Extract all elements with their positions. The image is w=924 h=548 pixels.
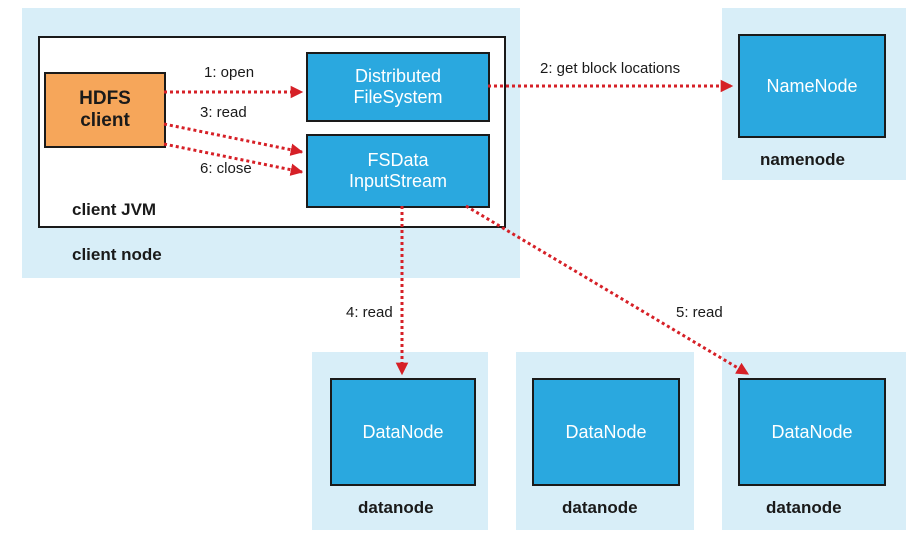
datanode-label-2: datanode <box>562 498 638 517</box>
client-node-label: client node <box>72 245 162 264</box>
datanode-box-label-3: DataNode <box>771 421 853 442</box>
datanode-box-label-2: DataNode <box>565 421 647 442</box>
datanode-box-2: DataNode <box>532 378 680 486</box>
client-jvm-label: client JVM <box>72 200 157 219</box>
fsdata-line2: InputStream <box>348 171 448 191</box>
hdfs-client-line2: client <box>80 110 130 131</box>
edge-label-open: 1: open <box>204 64 255 81</box>
edge-label-get-block-locations: 2: get block locations <box>540 60 681 77</box>
edge-label-read-datanode-1: 4: read <box>346 304 393 321</box>
arrow-read-datanode-3 <box>465 204 750 376</box>
namenode-box: NameNode <box>738 34 886 138</box>
namenode-label: namenode <box>760 150 846 169</box>
edge-label-close: 6: close <box>200 160 252 177</box>
hdfs-client-box: HDFS client <box>44 72 166 148</box>
fsdata-line1: FSData <box>367 150 429 170</box>
arrow-read-fsdata <box>163 122 304 156</box>
namenode-box-label: NameNode <box>766 75 858 96</box>
distributed-filesystem-box: Distributed FileSystem <box>306 52 490 122</box>
datanode-label-3: datanode <box>766 498 842 517</box>
datanode-box-label-1: DataNode <box>362 421 444 442</box>
datanode-box-1: DataNode <box>330 378 476 486</box>
hdfs-client-line1: HDFS <box>79 88 131 109</box>
fsdata-inputstream-box: FSData InputStream <box>306 134 490 208</box>
edge-label-read-datanode-3: 5: read <box>676 304 723 321</box>
datanode-box-3: DataNode <box>738 378 886 486</box>
dfs-line1: Distributed <box>354 66 442 86</box>
edge-label-read-fsdata: 3: read <box>200 104 247 121</box>
dfs-line2: FileSystem <box>353 87 443 107</box>
datanode-label-1: datanode <box>358 498 434 517</box>
